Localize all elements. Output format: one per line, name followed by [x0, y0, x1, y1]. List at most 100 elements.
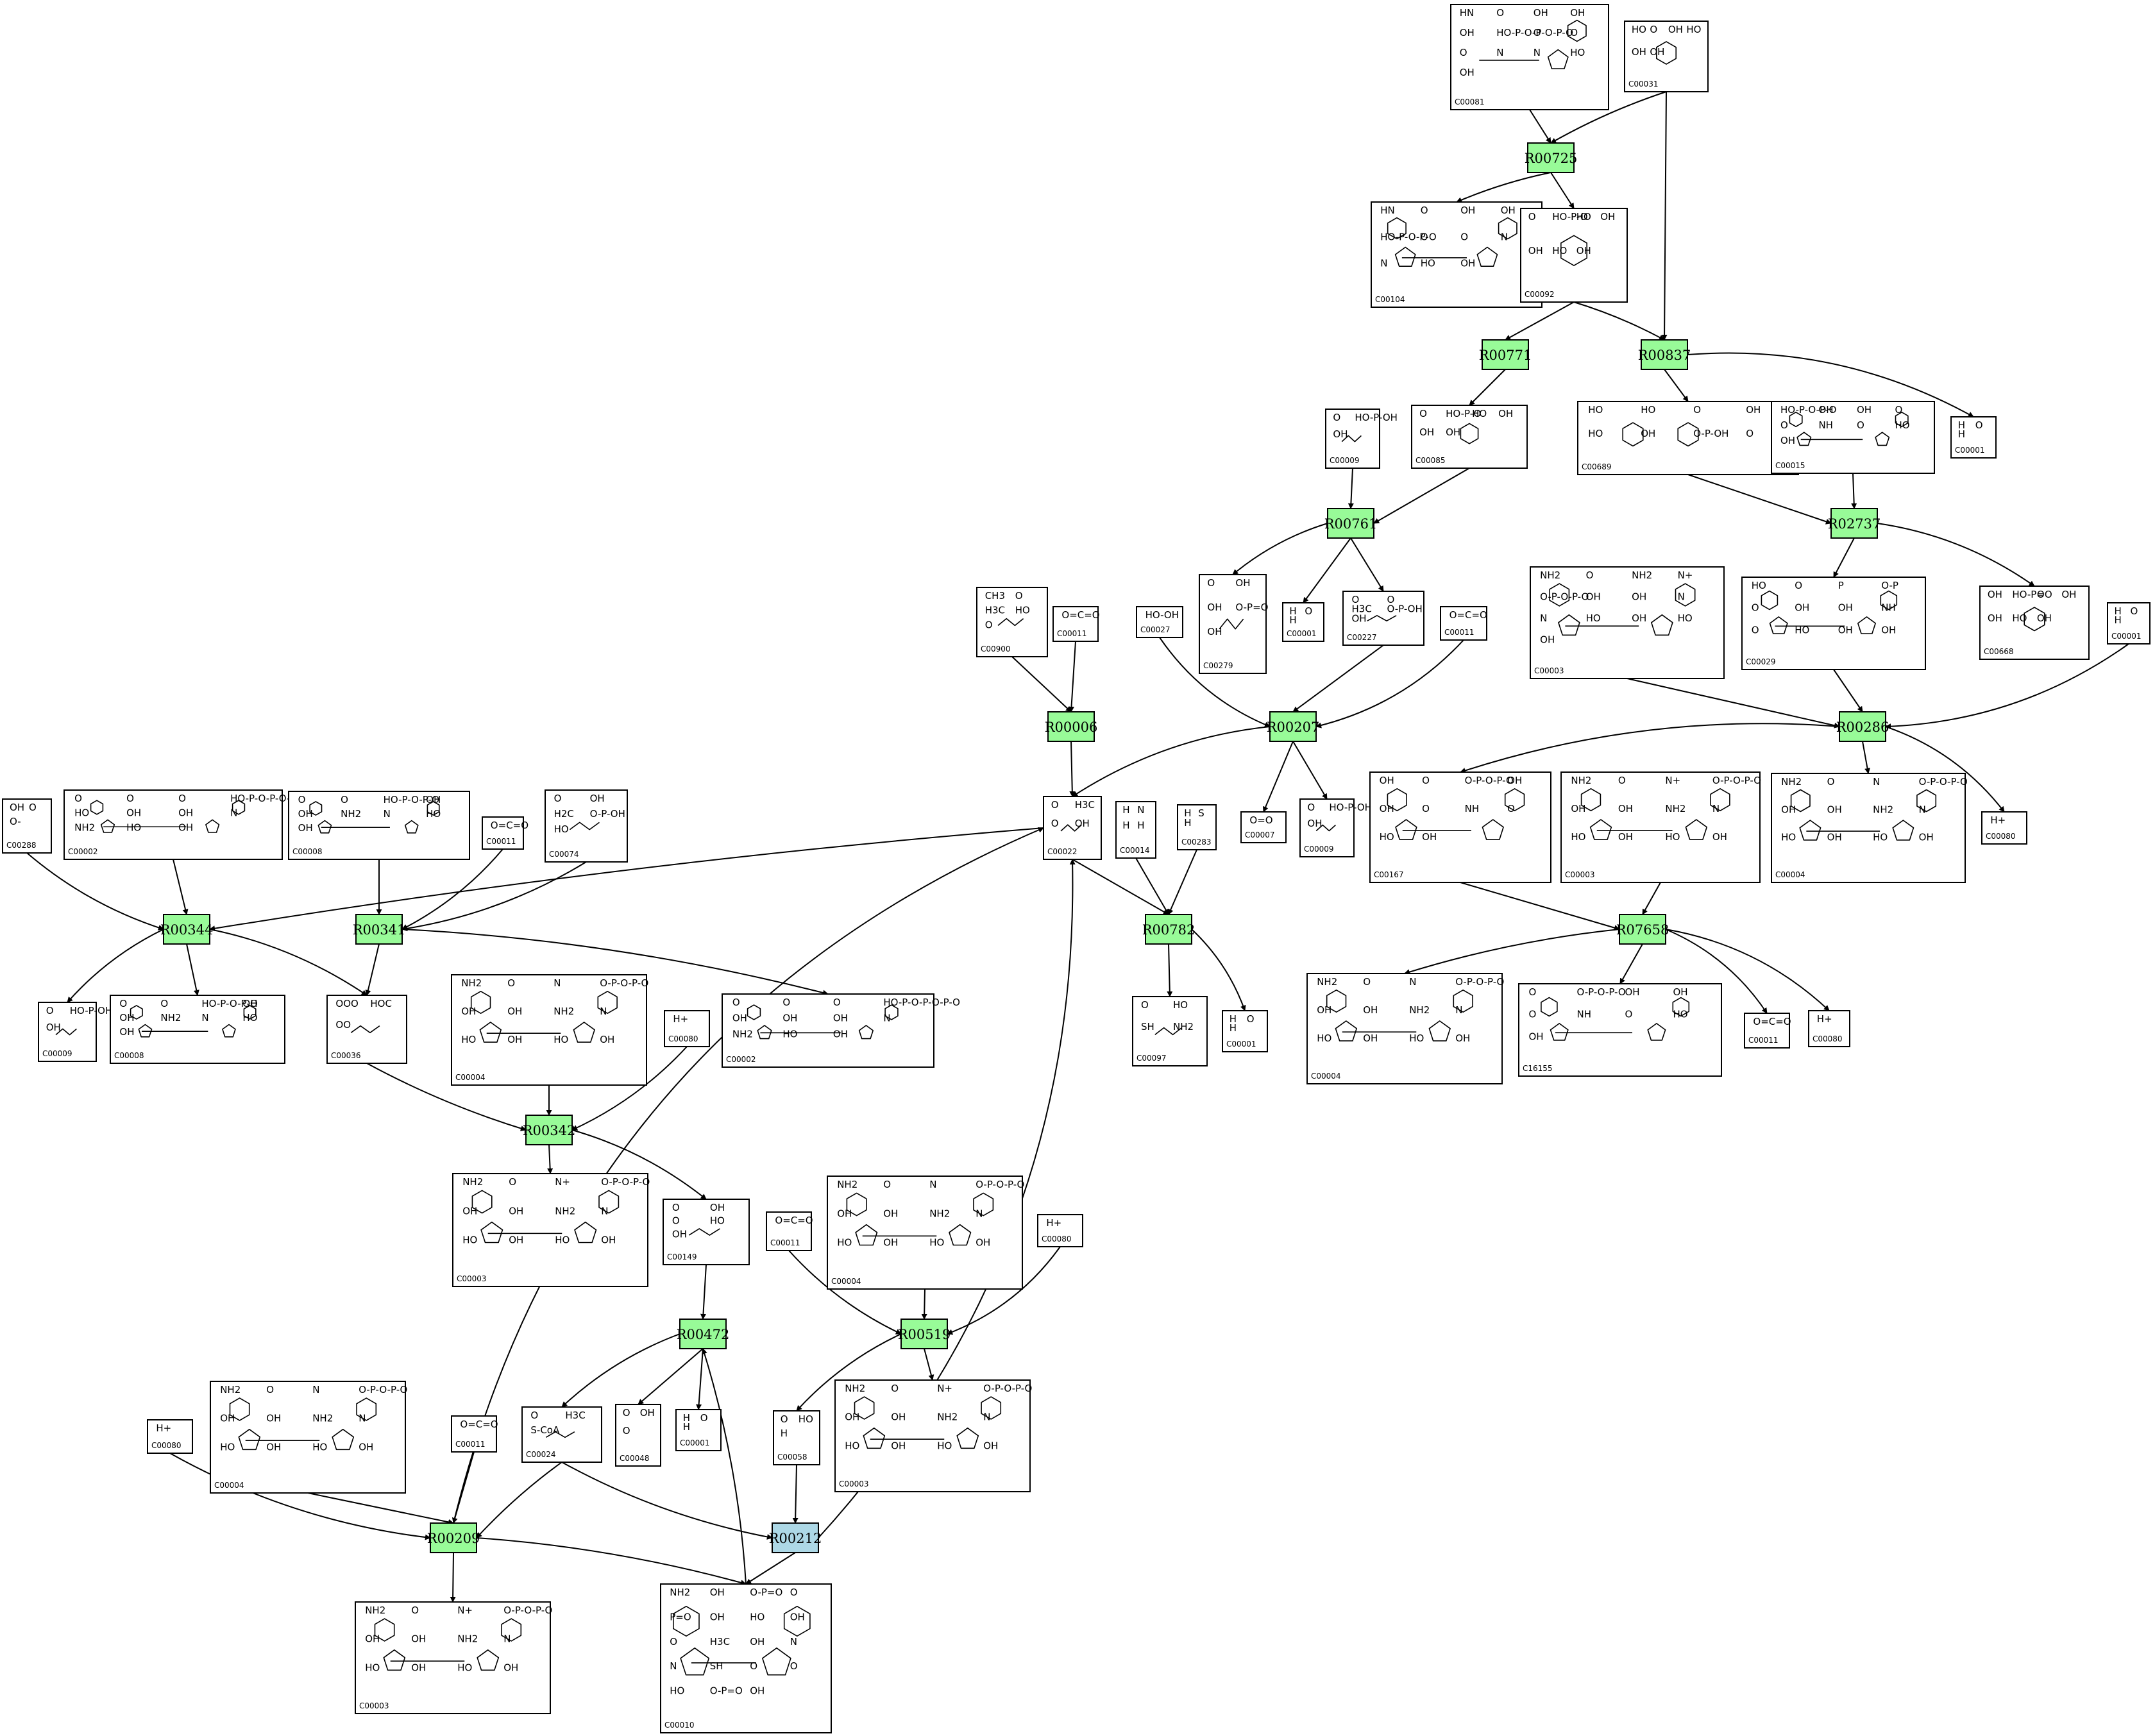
reaction-node-r00837[interactable]: R00837: [1638, 339, 1691, 370]
reaction-node-r07658[interactable]: R07658: [1616, 914, 1669, 945]
atom-label: OH: [411, 1662, 426, 1673]
atom-label: HO: [1571, 831, 1585, 843]
reaction-node-r00782[interactable]: R00782: [1142, 914, 1196, 945]
atom-label: OH: [601, 1235, 616, 1246]
atom-label: N: [1712, 803, 1720, 814]
atom-label: O: [1827, 776, 1835, 788]
compound-box: [1450, 4, 1609, 110]
atom-label: H: [1184, 817, 1191, 829]
atom-label: HO-P-O-P-O: [1380, 231, 1436, 242]
atom-label: H3C: [985, 605, 1005, 616]
reaction-node-r02737[interactable]: R02737: [1828, 508, 1881, 539]
compound-node-c-h-1[interactable]: H+C00080: [1981, 811, 2027, 845]
atom-label: N: [359, 1413, 366, 1424]
reaction-node-r00761[interactable]: R00761: [1324, 508, 1378, 539]
reaction-node-r00344[interactable]: R00344: [160, 914, 214, 945]
reaction-node-r00472[interactable]: R00472: [677, 1319, 730, 1349]
reaction-node-r00212[interactable]: R00212: [769, 1522, 822, 1553]
reaction-edge: [1833, 669, 1863, 712]
compound-node-c-h-2[interactable]: H+C00080: [664, 1010, 710, 1047]
atom-label: O: [1421, 205, 1428, 216]
atom-label: HO-P-O-P-O-P-O: [230, 793, 307, 804]
atom-label: O: [1570, 27, 1578, 38]
compound-node-c-h-4[interactable]: H+C00080: [1037, 1214, 1083, 1247]
reaction-node-r00209[interactable]: R00209: [427, 1522, 480, 1553]
reaction-node-r00286[interactable]: R00286: [1836, 711, 1889, 742]
reaction-node-r00207[interactable]: R00207: [1267, 711, 1320, 742]
reaction-node-r00342[interactable]: R00342: [523, 1115, 576, 1145]
atom-label: OH: [1529, 1031, 1544, 1042]
structure-sketch: [854, 1396, 1002, 1449]
atom-label: HO: [1173, 999, 1188, 1011]
reaction-node-r00519[interactable]: R00519: [898, 1319, 951, 1349]
reaction-edge: [1232, 523, 1328, 575]
reaction-node-r00341[interactable]: R00341: [353, 914, 406, 945]
compound-id-label: C00011: [1057, 629, 1087, 638]
compound-node-c-h-3[interactable]: H+C00080: [1808, 1010, 1850, 1047]
reaction-node-r00725[interactable]: R00725: [1525, 142, 1578, 173]
compound-node-c-h-5[interactable]: H+C00080: [147, 1419, 193, 1454]
compound-id-label: C00149: [667, 1252, 697, 1261]
reaction-node-r00771[interactable]: R00771: [1479, 339, 1532, 370]
atom-label: OH: [1586, 591, 1601, 603]
atom-label: O-P-O-P-O: [503, 1605, 552, 1616]
reaction-node-r00006[interactable]: R00006: [1045, 711, 1098, 742]
